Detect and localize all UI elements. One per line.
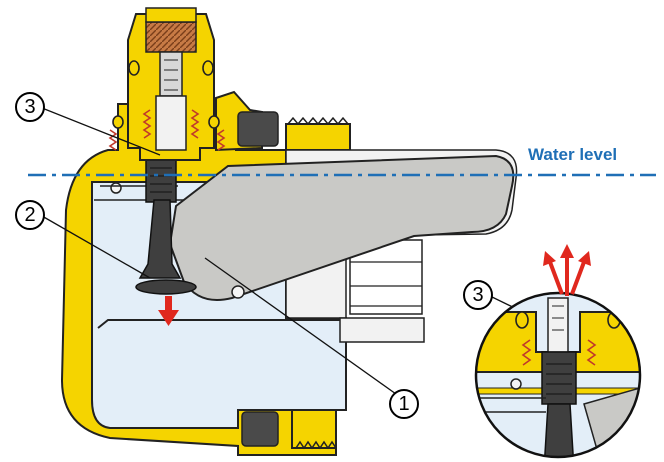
callout-1: 1 (389, 389, 419, 419)
valve-stem (135, 157, 197, 295)
float-arm (100, 154, 515, 301)
callout-3-inset: 3 (463, 280, 493, 310)
flow-down-arrow-icon (158, 296, 179, 326)
air-release-arrows-icon (543, 244, 591, 296)
bottom-outlet (241, 409, 337, 450)
inset-detail (474, 291, 642, 459)
callout-3-main: 3 (15, 92, 45, 122)
water-level-label: Water level (528, 145, 618, 164)
valve-tower (108, 7, 226, 161)
callout-2: 2 (15, 200, 45, 230)
side-connector (237, 111, 351, 151)
